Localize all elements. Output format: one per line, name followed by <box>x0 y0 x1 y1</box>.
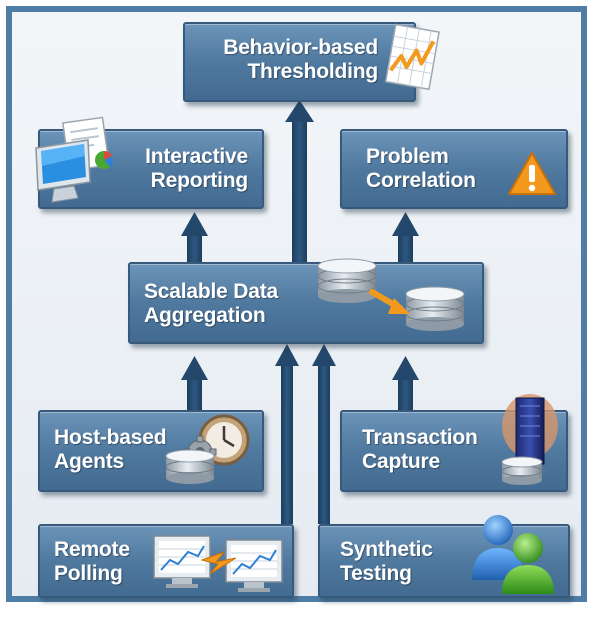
problem-correlation-node[interactable]: Problem Correlation <box>340 129 568 209</box>
monitors-lightning-icon <box>153 535 283 592</box>
remote-polling-label: Remote Polling <box>54 538 130 586</box>
behavior-thresholding-node[interactable]: Behavior-based Thresholding <box>183 22 416 102</box>
server-database-icon <box>501 394 558 485</box>
scalable-aggregation-line1: Scalable Data <box>144 280 278 303</box>
remote-polling-line1: Remote <box>54 538 130 561</box>
host-agents-label: Host-based Agents <box>54 426 167 474</box>
host-agents-line2: Agents <box>54 450 124 473</box>
scalable-aggregation-line2: Aggregation <box>144 304 266 327</box>
lightning-bolt <box>200 550 237 575</box>
monitor-report-icon <box>35 116 114 203</box>
remote-polling-line2: Polling <box>54 562 123 585</box>
source-database <box>317 258 377 303</box>
synthetic-testing-label: Synthetic Testing <box>340 538 433 586</box>
transfer-arrow <box>369 289 410 314</box>
behavior-thresholding-line2: Thresholding <box>247 60 378 83</box>
scalable-aggregation-label: Scalable Data Aggregation <box>144 280 278 328</box>
synthetic-testing-line1: Synthetic <box>340 538 433 561</box>
gear-clock-database-icon <box>165 414 250 484</box>
database-transfer-icon <box>317 258 465 331</box>
users-icon <box>472 515 554 594</box>
interactive-reporting-line1: Interactive <box>145 145 248 168</box>
behavior-thresholding-line1: Behavior-based <box>223 36 378 59</box>
problem-correlation-line2: Correlation <box>366 169 476 192</box>
transaction-capture-line2: Capture <box>362 450 440 473</box>
line-chart-document-icon <box>384 23 440 91</box>
left-monitor <box>153 535 211 588</box>
warning-triangle-icon <box>508 152 556 195</box>
host-agents-line1: Host-based <box>54 426 167 449</box>
behavior-thresholding-label: Behavior-based Thresholding <box>223 36 378 84</box>
transaction-capture-line1: Transaction <box>362 426 478 449</box>
interactive-reporting-line2: Reporting <box>150 169 249 192</box>
transaction-capture-label: Transaction Capture <box>362 426 478 474</box>
right-monitor <box>225 539 283 592</box>
problem-correlation-label: Problem Correlation <box>366 145 476 193</box>
interactive-reporting-label: Interactive Reporting <box>145 145 248 193</box>
target-database <box>405 286 465 331</box>
green-user <box>502 533 554 594</box>
synthetic-testing-line2: Testing <box>340 562 412 585</box>
problem-correlation-line1: Problem <box>366 145 449 168</box>
